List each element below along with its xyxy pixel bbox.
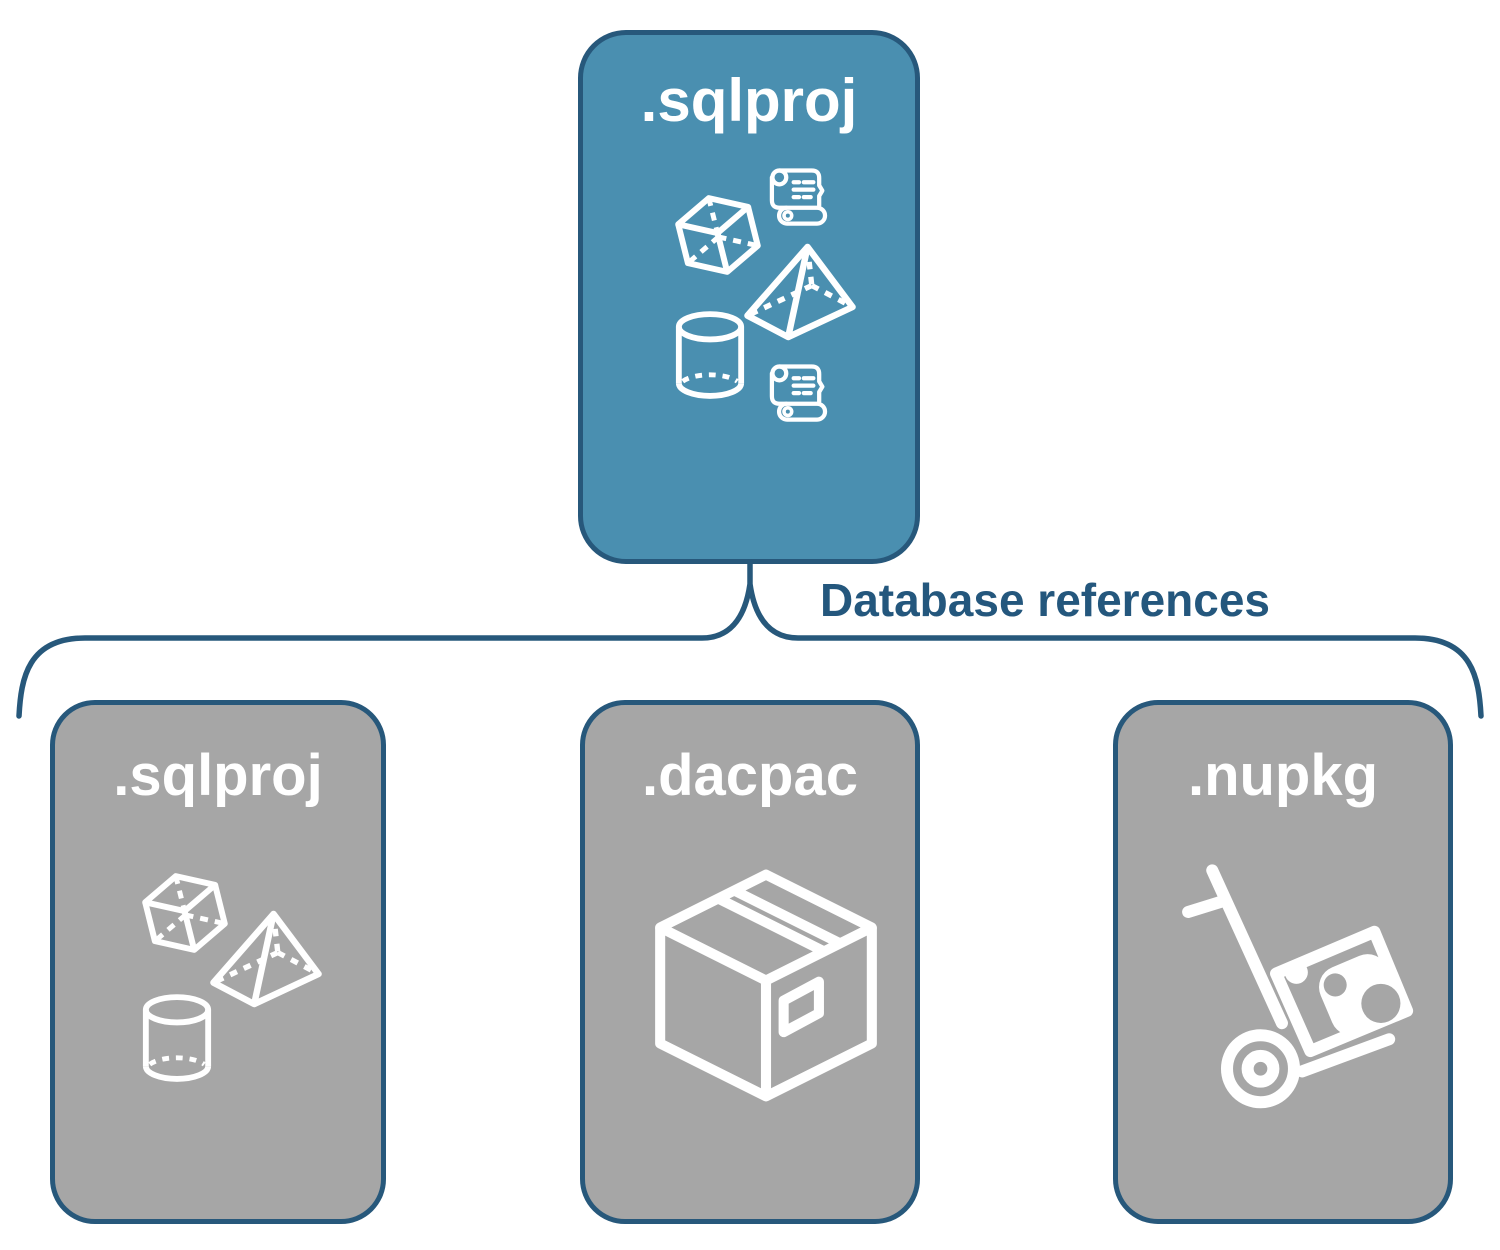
node-label: .sqlproj — [640, 67, 858, 134]
node-label: .sqlproj — [113, 743, 323, 808]
pyramid-icon — [741, 238, 859, 346]
node-label: .nupkg — [1187, 743, 1379, 808]
node-nupkg: .nupkg — [1113, 700, 1453, 1224]
connector-label: Database references — [819, 574, 1271, 626]
scroll-icon — [765, 162, 833, 230]
nuget-hand-truck-icon — [1160, 853, 1428, 1121]
node-sqlproj-parent: .sqlproj — [578, 30, 920, 564]
package-box-icon — [640, 853, 892, 1118]
cylinder-icon — [673, 307, 747, 405]
node-label: .dacpac — [642, 743, 858, 808]
node-dacpac: .dacpac — [580, 700, 920, 1224]
cylinder-icon — [140, 990, 214, 1088]
node-sqlproj-child: .sqlproj — [50, 700, 386, 1224]
pyramid-icon — [207, 905, 325, 1013]
scroll-icon — [765, 358, 833, 426]
